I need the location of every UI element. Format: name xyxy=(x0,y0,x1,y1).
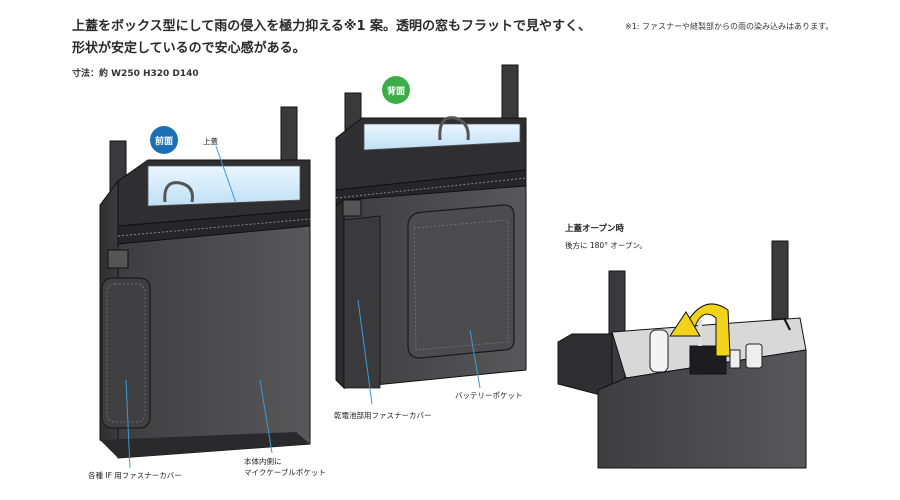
front-bag xyxy=(99,106,311,469)
headline-line-1: 上蓋をボックス型にして雨の侵入を極力抑える※1 案。透明の窓もフラットで見やすく… xyxy=(72,19,592,34)
badge-back: 背面 xyxy=(382,76,410,104)
lid-window xyxy=(147,165,301,207)
headline: 上蓋をボックス型にして雨の侵入を極力抑える※1 案。透明の窓もフラットで見やすく… xyxy=(72,16,591,60)
footnote: ※1: ファスナーや縫製部からの雨の染み込みはあります。 xyxy=(625,22,834,31)
label-battery-pocket: バッテリーポケット xyxy=(455,391,523,400)
label-battery-cover: 乾電池部用ファスナーカバー xyxy=(334,411,432,420)
headline-line-2: 形状が安定しているので安心感がある。 xyxy=(72,41,306,56)
label-lid: 上蓋 xyxy=(203,137,218,146)
badge-front: 前面 xyxy=(150,126,178,154)
label-inner-pocket-2: マイクケーブルポケット xyxy=(244,468,326,477)
label-open-desc: 後方に 180° オープン。 xyxy=(565,241,647,250)
back-bag xyxy=(335,64,527,405)
label-side-pocket: 各種 IF 用ファスナーカバー xyxy=(88,471,182,480)
label-open-title: 上蓋オープン時 xyxy=(565,224,624,234)
dimensions: 寸法：約 W250 H320 D140 xyxy=(72,69,199,79)
open-bag xyxy=(557,240,807,469)
label-inner-pocket-1: 本体内側に xyxy=(244,457,282,466)
